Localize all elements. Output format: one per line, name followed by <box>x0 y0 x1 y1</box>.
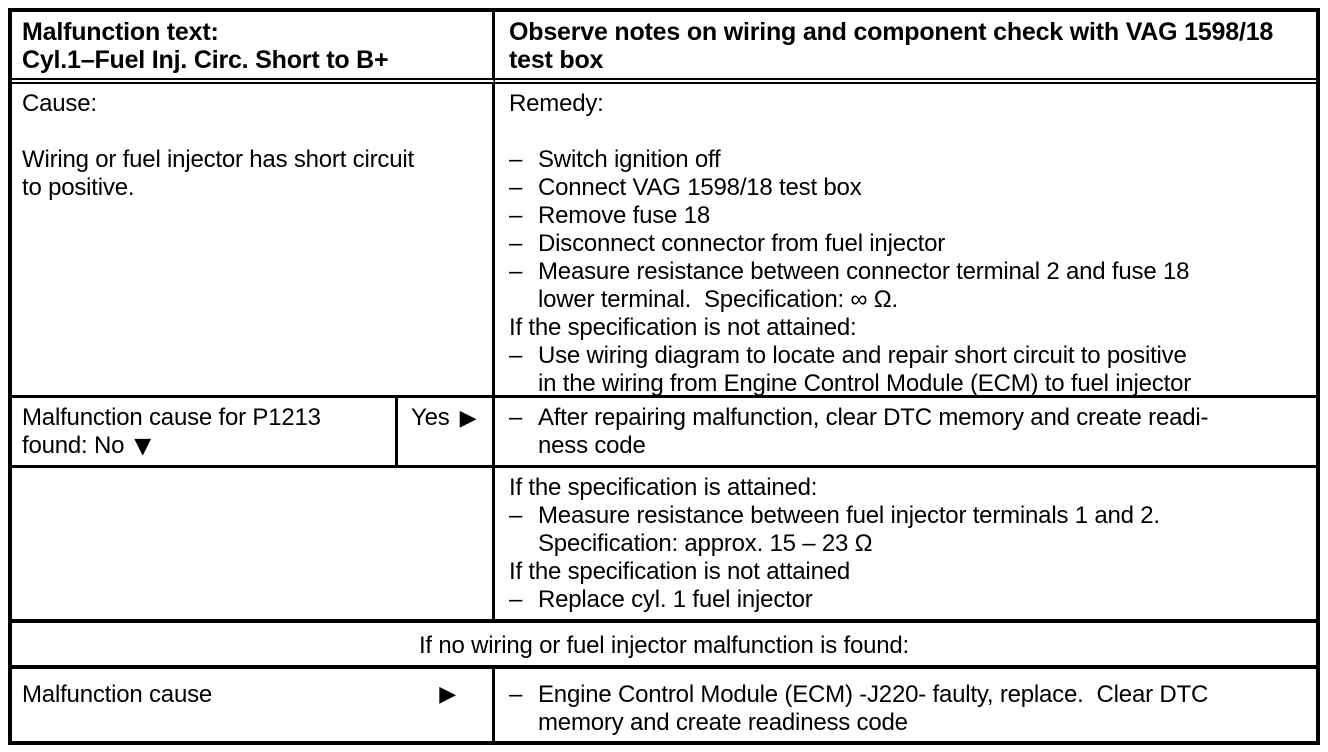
remedy-step: – Disconnect connector from fuel injecto… <box>509 230 1306 258</box>
remedy-step-text: Disconnect connector from fuel injector <box>538 230 946 257</box>
final-remedy-step: – Engine Control Module (ECM) -J220- fau… <box>509 681 1306 737</box>
empty-cell <box>12 468 495 623</box>
decision-cell: Malfunction cause for P1213 found: No▼ Y… <box>12 398 495 468</box>
spec-attained-cell: If the specification is attained: – Meas… <box>495 468 1316 623</box>
remedy-condition: If the specification is not attained: <box>509 314 857 341</box>
header-malfunction-text-cell: Malfunction text: Cyl.1–Fuel Inj. Circ. … <box>12 12 495 84</box>
dash-marker: – <box>509 502 523 529</box>
header-note-line2: test box <box>509 46 604 74</box>
remedy-step-text: Switch ignition off <box>538 146 721 173</box>
dash-marker: – <box>509 202 523 229</box>
remedy-step-text: in the wiring from Engine Control Module… <box>538 370 1192 397</box>
arrow-right-icon: ▶ <box>439 682 456 707</box>
final-cause-label: Malfunction cause <box>22 681 213 708</box>
after-repair-text: After repairing malfunction, clear DTC m… <box>538 404 1209 431</box>
remedy-step-text: Connect VAG 1598/18 test box <box>538 174 862 201</box>
cause-text-line2: to positive. <box>22 174 135 201</box>
spec-step-text: Replace cyl. 1 fuel injector <box>538 586 813 613</box>
cause-text-line1: Wiring or fuel injector has short circui… <box>22 146 414 173</box>
remedy-step: – Remove fuse 18 <box>509 202 1306 230</box>
spacer <box>22 118 482 146</box>
remedy-step-text: Use wiring diagram to locate and repair … <box>538 342 1187 369</box>
remedy-step-text: lower terminal. Specification: ∞ Ω. <box>538 286 898 313</box>
remedy-step: – Use wiring diagram to locate and repai… <box>509 342 1306 397</box>
after-repair-step: – After repairing malfunction, clear DTC… <box>509 404 1306 460</box>
dash-marker: – <box>509 404 523 431</box>
decision-question-line1: Malfunction cause for P1213 <box>22 404 321 431</box>
no-malfunction-note: If no wiring or fuel injector malfunctio… <box>418 632 910 659</box>
decision-question-line2: found: No▼ <box>22 432 152 459</box>
spec-condition: If the specification is attained: <box>509 474 818 501</box>
no-malfunction-note-cell: If no wiring or fuel injector malfunctio… <box>12 623 1316 669</box>
spec-step: – Measure resistance between fuel inject… <box>509 502 1306 558</box>
remedy-step-text: Remove fuse 18 <box>538 202 710 229</box>
cause-cell: Cause: Wiring or fuel injector has short… <box>12 84 495 398</box>
spec-step: – Replace cyl. 1 fuel injector <box>509 586 1306 614</box>
after-repair-text: ness code <box>538 432 646 459</box>
final-cause-cell: Malfunction cause ▶ <box>12 669 495 741</box>
header-note-line1: Observe notes on wiring and component ch… <box>509 18 1274 46</box>
malfunction-text-label: Malfunction text: <box>22 18 219 46</box>
remedy-step: – Measure resistance between connector t… <box>509 258 1306 314</box>
dash-marker: – <box>509 230 523 257</box>
after-repair-cell: – After repairing malfunction, clear DTC… <box>495 398 1316 468</box>
dash-marker: – <box>509 342 523 369</box>
spec-condition: If the specification is not attained <box>509 558 851 585</box>
arrow-down-icon: ▼ <box>134 434 152 459</box>
yes-label: Yes <box>411 404 450 431</box>
spec-step-text: Measure resistance between fuel injector… <box>538 502 1160 529</box>
decision-question: Malfunction cause for P1213 found: No▼ <box>12 398 395 465</box>
remedy-label: Remedy: <box>509 90 604 117</box>
remedy-step: – Connect VAG 1598/18 test box <box>509 174 1306 202</box>
final-remedy-text: memory and create readiness code <box>538 709 908 736</box>
spec-step-text: Specification: approx. 15 – 23 Ω <box>538 530 873 557</box>
remedy-step: – Switch ignition off <box>509 146 1306 174</box>
decision-yes: Yes ▶ <box>395 398 492 465</box>
dash-marker: – <box>509 174 523 201</box>
final-remedy-text: Engine Control Module (ECM) -J220- fault… <box>538 681 1209 708</box>
spacer <box>509 118 1306 146</box>
dash-marker: – <box>509 586 523 613</box>
cause-label: Cause: <box>22 90 97 117</box>
dash-marker: – <box>509 681 523 708</box>
remedy-cell: Remedy: – Switch ignition off – Connect … <box>495 84 1316 398</box>
final-remedy-cell: – Engine Control Module (ECM) -J220- fau… <box>495 669 1316 741</box>
dash-marker: – <box>509 146 523 173</box>
arrow-right-icon: ▶ <box>459 406 477 431</box>
dash-marker: – <box>509 258 523 285</box>
malfunction-text-value: Cyl.1–Fuel Inj. Circ. Short to B+ <box>22 46 389 74</box>
diagnostic-table: Malfunction text: Cyl.1–Fuel Inj. Circ. … <box>8 8 1320 745</box>
remedy-step-text: Measure resistance between connector ter… <box>538 258 1190 285</box>
header-note-cell: Observe notes on wiring and component ch… <box>495 12 1316 84</box>
